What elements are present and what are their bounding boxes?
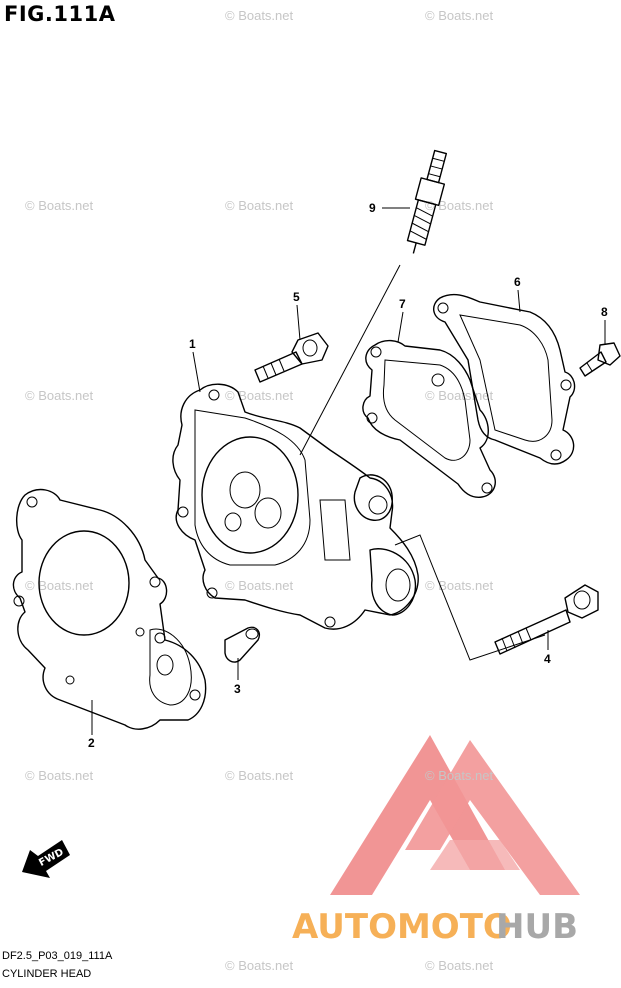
brand-logo-text-secondary: HUB [496,907,578,947]
leader-lines [91,207,606,735]
watermark: © Boats.net [425,8,494,23]
figure-code: DF2.5_P03_019_111A [2,950,113,962]
watermark: © Boats.net [25,198,94,213]
brand-logo: AUTOMOTO HUB [292,735,580,947]
cylinder-head-gasket-2 [12,488,207,730]
gasket-7 [362,339,496,498]
cylinder-head [172,383,419,630]
fwd-arrow-icon: FWD [22,840,70,878]
callout-5: 5 [293,290,300,304]
callout-7: 7 [399,297,406,311]
watermark: © Boats.net [25,768,94,783]
watermark: © Boats.net [225,578,294,593]
brand-logo-inner [430,840,520,870]
watermark: © Boats.net [425,958,494,973]
watermark: © Boats.net [425,198,494,213]
watermark: © Boats.net [225,198,294,213]
callout-1: 1 [189,337,196,351]
watermark: © Boats.net [225,768,294,783]
bolt-5 [254,332,329,383]
callout-4: 4 [544,652,551,666]
watermark: © Boats.net [425,578,494,593]
watermark: © Boats.net [25,578,94,593]
brand-logo-triangle-right [405,740,580,895]
watermarks: © Boats.net © Boats.net © Boats.net © Bo… [25,8,494,973]
callouts: 1 2 3 4 5 6 7 8 9 [88,201,608,750]
head-cover-gasket-6 [433,293,576,465]
dowel-pin-3 [224,626,260,663]
callout-8: 8 [601,305,608,319]
watermark: © Boats.net [225,958,294,973]
callout-6: 6 [514,275,521,289]
callout-3: 3 [234,682,241,696]
bolt-4 [494,584,599,655]
watermark: © Boats.net [25,388,94,403]
figure-title: FIG.111A [4,2,116,26]
watermark: © Boats.net [425,388,494,403]
watermark: © Boats.net [425,768,494,783]
brand-logo-triangle-left [330,735,505,895]
watermark: © Boats.net [225,388,294,403]
spark-plug [406,149,448,254]
figure-name: CYLINDER HEAD [2,968,92,980]
brand-logo-text-primary: AUTOMOTO [292,907,512,947]
watermark: © Boats.net [225,8,294,23]
callout-2: 2 [88,736,95,750]
callout-9: 9 [369,201,376,215]
bolt-8 [579,342,621,377]
